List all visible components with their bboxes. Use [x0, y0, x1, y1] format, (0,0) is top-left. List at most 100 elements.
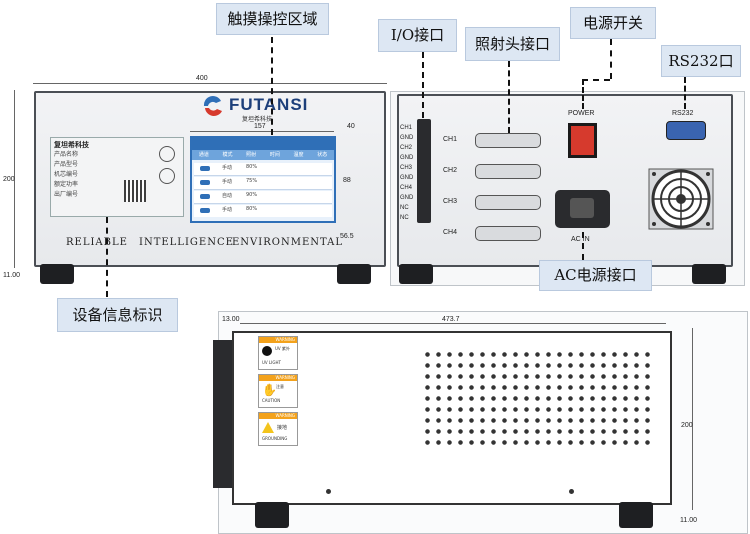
ch2-connector — [475, 164, 541, 179]
ch2-label: CH2 — [443, 167, 458, 174]
screen-col-mode: 模式 — [222, 152, 233, 158]
io-pin: GND — [400, 135, 414, 141]
brand-cn: 复坦希科技 — [242, 116, 273, 123]
row-4-mode: 手动 — [222, 207, 233, 213]
side-height-dim: 200 — [681, 422, 693, 429]
qr-code-icon — [124, 180, 146, 202]
slogan-2: INTELLIGENCE — [139, 237, 234, 248]
io-pin-labels: CH1 GND CH2 GND CH3 GND CH4 GND NC NC — [400, 123, 413, 223]
info-title: 复坦希科技 — [54, 141, 89, 149]
back-foot-right — [692, 264, 726, 284]
front-width-dim: 400 — [196, 75, 208, 82]
ground-warning-icon — [262, 422, 274, 433]
row-1-value: 80% — [246, 164, 258, 170]
hand-warning-icon: ✋ — [262, 383, 277, 397]
futansi-logo-icon — [201, 95, 227, 117]
front-height-line — [14, 90, 15, 268]
touch-screen[interactable]: 通道 模式 照射 时间 温度 状态 手动 80% 手动 75% 自动 90% 手… — [190, 136, 336, 223]
light-head-leader — [508, 61, 510, 133]
slogan-3: ENVIRONMENTAL — [232, 237, 343, 248]
screw-icon — [326, 489, 331, 494]
slogan-1: RELIABLE — [66, 237, 128, 248]
io-pin: GND — [400, 175, 414, 181]
side-foot-right — [619, 502, 653, 528]
io-pin: GND — [400, 195, 414, 201]
info-row: 产品型号 — [54, 161, 79, 168]
power-label: POWER — [568, 110, 595, 117]
channel-1-icon — [200, 166, 210, 171]
channel-3-icon — [200, 194, 210, 199]
info-row: 额定功率 — [54, 181, 79, 188]
io-pin: CH2 — [400, 145, 413, 151]
io-pin: CH4 — [400, 185, 413, 191]
screen-row-4[interactable]: 手动 80% — [194, 205, 332, 217]
screen-col-status: 状态 — [317, 152, 328, 158]
front-foot-right — [337, 264, 371, 284]
side-front-edge — [213, 340, 233, 488]
power-switch[interactable] — [571, 126, 594, 155]
screen-width-dim: 157 — [254, 123, 266, 130]
ac-socket-icon — [570, 198, 594, 218]
screen-right-dim: 40 — [347, 123, 355, 130]
io-port-callout: I/O接口 — [378, 19, 457, 52]
io-pin: CH3 — [400, 165, 413, 171]
row-2-value: 75% — [246, 178, 258, 184]
ch3-label: CH3 — [443, 198, 458, 205]
warning-title: 接地 — [277, 425, 288, 431]
rs232-leader — [684, 77, 686, 109]
rs232-connector — [666, 121, 706, 140]
ch1-connector — [475, 133, 541, 148]
warning-label-2: WARNING ✋ 注意 CAUTION — [258, 374, 298, 408]
warning-header: WARNING — [259, 413, 297, 419]
rs232-label: RS232 — [672, 110, 694, 117]
info-row: 出厂编号 — [54, 191, 79, 198]
side-length-dim: 473.7 — [442, 316, 460, 323]
info-rows: 产品名称 产品型号 机芯编号 额定功率 出厂编号 — [54, 150, 78, 200]
io-port-leader — [422, 52, 424, 118]
screen-col-irradiance: 照射 — [246, 152, 257, 158]
row-3-value: 90% — [246, 192, 258, 198]
ac-label: AC IN — [571, 236, 590, 243]
ch1-label: CH1 — [443, 136, 458, 143]
screen-col-time: 时间 — [269, 152, 280, 158]
device-info-callout: 设备信息标识 — [57, 298, 178, 332]
row-4-value: 80% — [246, 206, 258, 212]
ccc-mark-icon — [159, 168, 175, 184]
front-height-dim: 200 — [3, 176, 15, 183]
side-foot-left — [255, 502, 289, 528]
front-width-line — [33, 83, 387, 84]
row-2-mode: 手动 — [222, 179, 233, 185]
io-pin: GND — [400, 155, 414, 161]
screen-height-dim: 88 — [343, 177, 351, 184]
io-pin: NC — [400, 215, 409, 221]
brand-name: FUTANSI — [229, 95, 309, 114]
channel-2-icon — [200, 180, 210, 185]
side-top-dim: 13.00 — [222, 316, 240, 323]
touch-area-leader — [271, 37, 273, 135]
device-info-plate: 复坦希科技 产品名称 产品型号 机芯编号 额定功率 出厂编号 — [50, 137, 184, 217]
ac-leader — [582, 232, 584, 260]
warning-label-1: WARNING UV 紫外 UV LIGHT — [258, 336, 298, 370]
touch-area-callout: 触摸操控区域 — [216, 3, 329, 35]
ac-power-callout: AC电源接口 — [539, 260, 652, 291]
row-1-mode: 手动 — [222, 165, 233, 171]
power-leader-v2 — [582, 79, 584, 109]
vent-holes — [422, 349, 654, 449]
ce-mark-icon — [159, 146, 175, 162]
screen-bottom-dim: 56.5 — [340, 233, 354, 240]
side-feet-dim: 11.00 — [680, 517, 697, 524]
fan-grille-icon — [648, 168, 714, 230]
screen-row-1[interactable]: 手动 80% — [194, 163, 332, 176]
warning-en: GROUNDING — [262, 436, 288, 441]
warning-header: WARNING — [259, 375, 297, 381]
side-length-line — [240, 323, 666, 324]
warning-title: UV 紫外 — [275, 346, 290, 351]
uv-goggles-icon — [262, 346, 272, 356]
screw-icon — [569, 489, 574, 494]
side-height-line — [692, 328, 693, 510]
screen-row-2[interactable]: 手动 75% — [194, 177, 332, 190]
screen-col-temp: 温度 — [293, 152, 304, 158]
warning-title: 注意 — [276, 384, 284, 389]
screen-width-line — [190, 131, 334, 132]
screen-row-3[interactable]: 自动 90% — [194, 191, 332, 204]
